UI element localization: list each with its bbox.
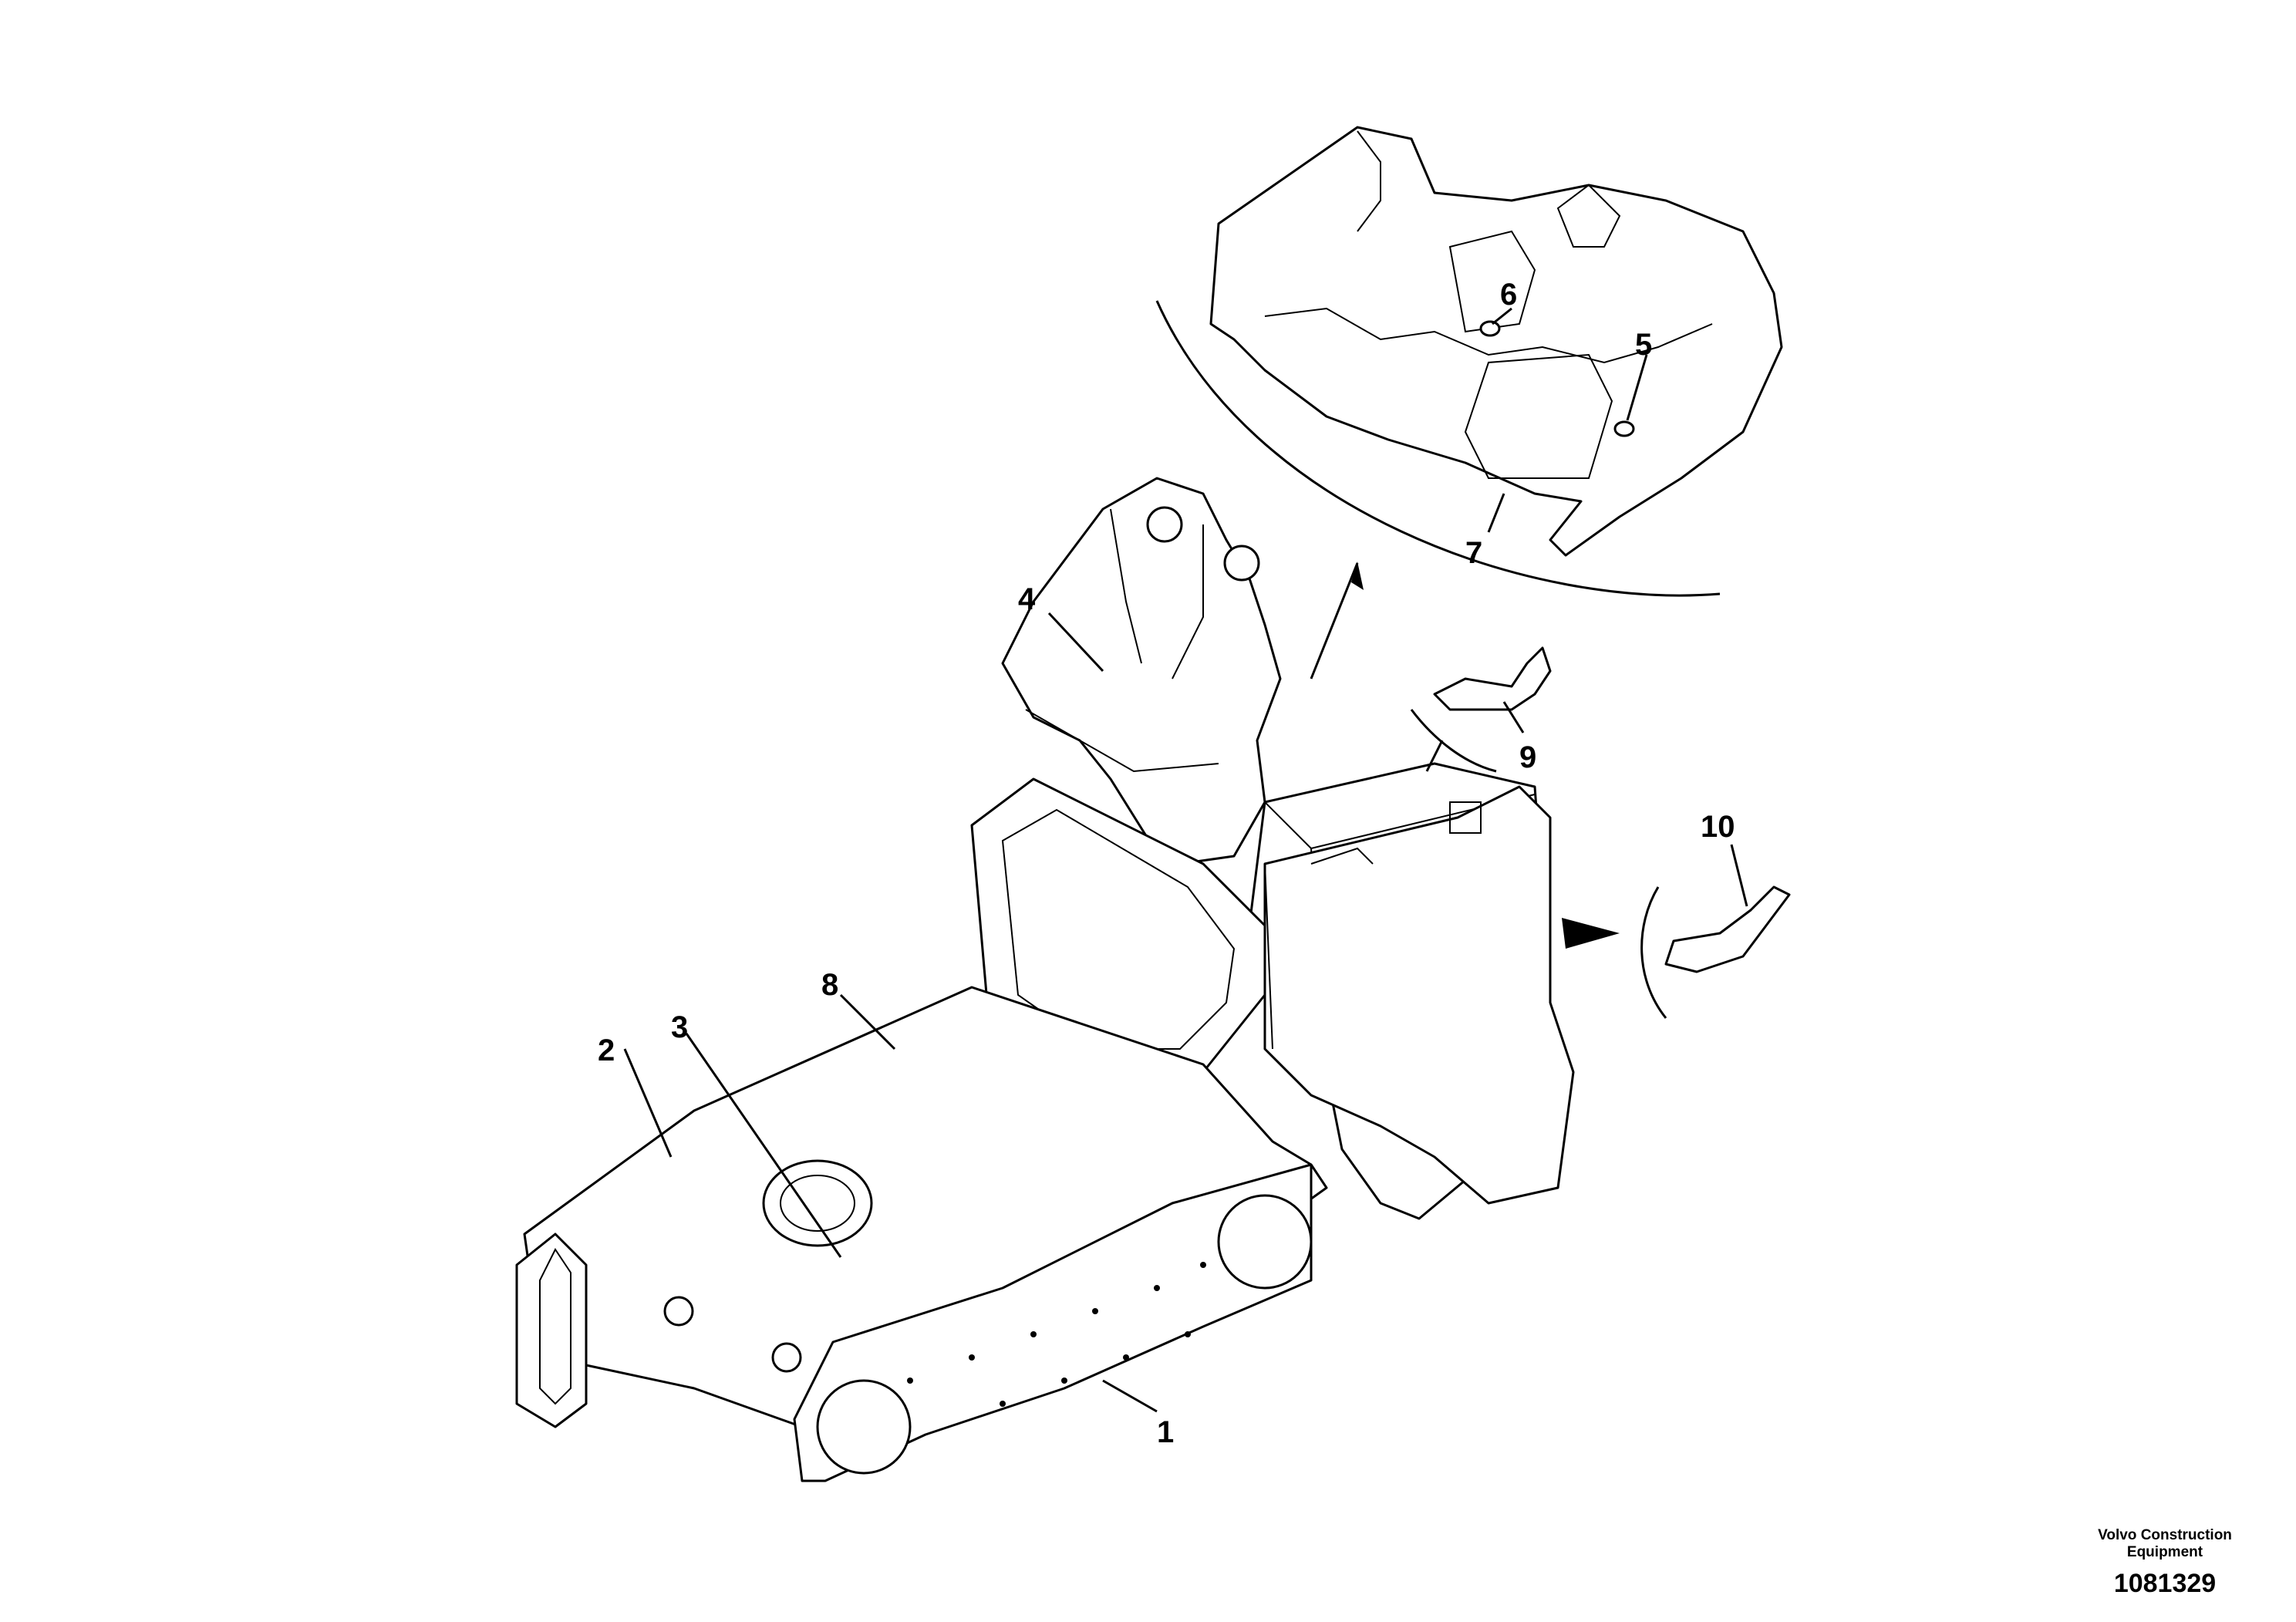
drawing-credit: Volvo Construction Equipment 1081329 bbox=[2065, 1527, 2265, 1599]
callout-labels: 1 2 3 4 5 6 7 8 9 10 bbox=[598, 278, 1735, 1449]
detail-part-body bbox=[1209, 126, 1783, 557]
detail-plug-6 bbox=[1479, 320, 1501, 337]
slew-ring bbox=[762, 1159, 873, 1247]
callout-3: 3 bbox=[671, 1010, 688, 1044]
callout-9: 9 bbox=[1519, 740, 1536, 774]
bolt-holes bbox=[907, 1262, 1206, 1407]
callout-4: 4 bbox=[1018, 582, 1036, 616]
leader-lines bbox=[623, 307, 1748, 1413]
detail-view-top bbox=[1155, 126, 1783, 597]
callout-8: 8 bbox=[821, 968, 838, 1002]
callout-2: 2 bbox=[598, 1034, 615, 1067]
detail-circle-arc bbox=[1155, 300, 1721, 597]
detail-plug-5 bbox=[1613, 420, 1635, 437]
side-plate-right bbox=[793, 1163, 1313, 1482]
drawing-number: 1081329 bbox=[2113, 1569, 2217, 1598]
callout-5: 5 bbox=[1635, 328, 1652, 362]
callout-10: 10 bbox=[1701, 810, 1735, 844]
chassis-end-left bbox=[515, 1233, 588, 1428]
rear-housing bbox=[1263, 785, 1575, 1205]
main-frame bbox=[515, 477, 1575, 1482]
callout-7: 7 bbox=[1465, 536, 1482, 570]
bracket-9 bbox=[1410, 646, 1552, 773]
company-name-line2: Equipment bbox=[2126, 1544, 2203, 1560]
tower-assembly bbox=[1001, 477, 1282, 865]
callout-6: 6 bbox=[1500, 278, 1517, 312]
bracket-10 bbox=[1562, 885, 1791, 1019]
company-name-line1: Volvo Construction bbox=[2098, 1527, 2232, 1543]
callout-1: 1 bbox=[1157, 1415, 1174, 1449]
